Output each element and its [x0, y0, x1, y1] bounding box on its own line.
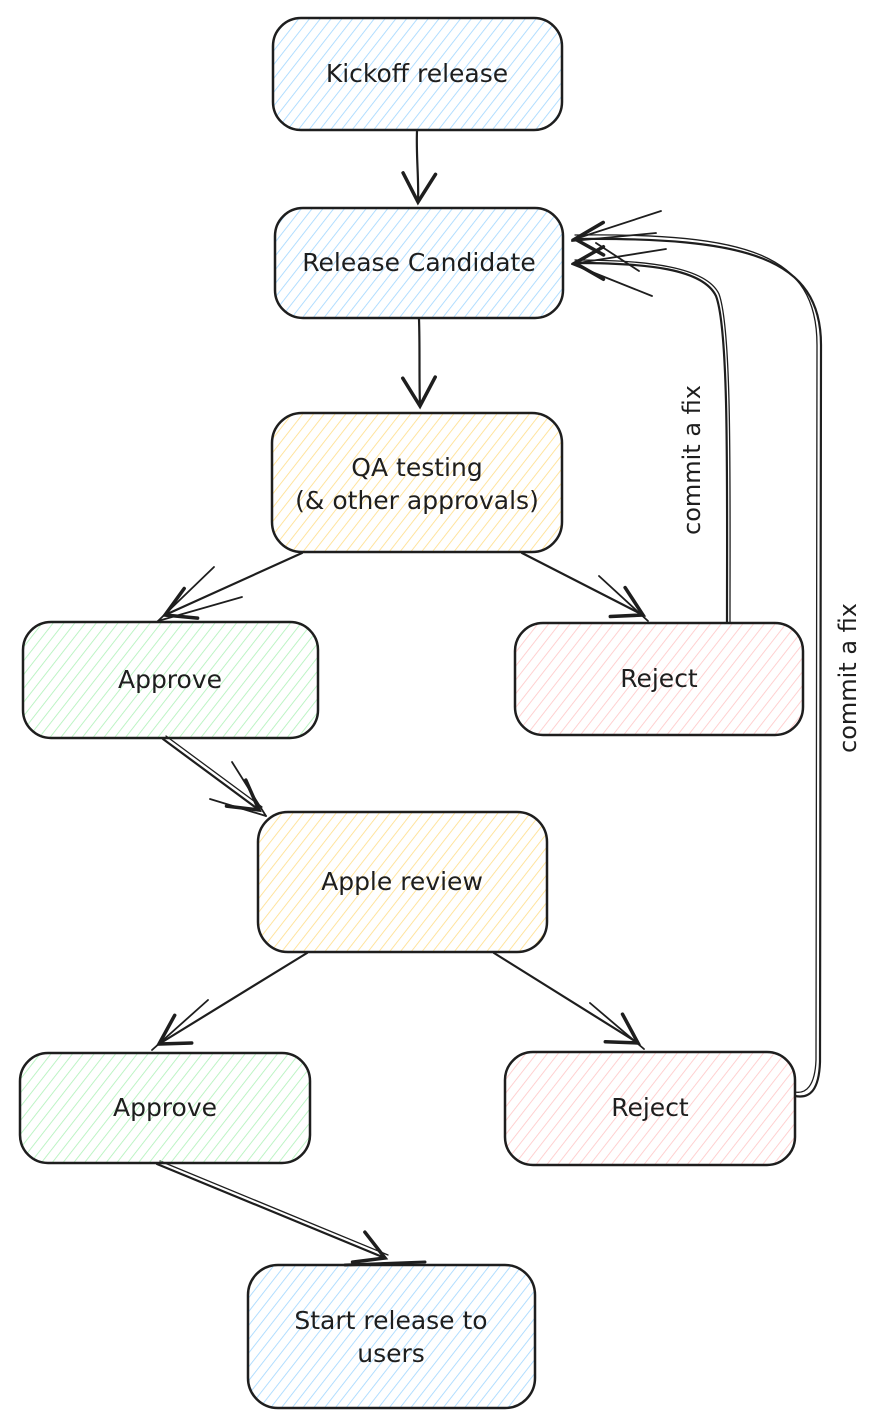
node-release-candidate: Release Candidate [273, 206, 565, 320]
node-apple-review-box [256, 810, 549, 954]
node-kickoff-release-label: Kickoff release [326, 59, 508, 88]
edge-sketch-stroke [574, 259, 731, 623]
edge-sketch-stroke [571, 232, 657, 242]
node-start-release-label-line2: users [357, 1339, 425, 1368]
node-approve-apple: Approve [18, 1051, 312, 1165]
edge-sketch-stroke [209, 798, 267, 817]
edge-sketch-stroke [151, 999, 209, 1051]
edge-label-commit-a-fix-apple: commit a fix [834, 603, 862, 753]
edge-qa-to-approve [161, 551, 304, 620]
edge-reject-apple-to-release-candidate [571, 220, 823, 1098]
node-approve-apple-box [18, 1051, 312, 1165]
edge-qa-to-reject [520, 551, 647, 619]
edge-reject-qa-to-release-candidate [571, 245, 729, 624]
node-qa-testing-box [270, 411, 564, 554]
edge-label-commit-a-fix-qa: commit a fix [678, 385, 706, 535]
node-start-release-label-line1: Start release to [294, 1306, 487, 1335]
node-reject-apple: Reject [503, 1050, 797, 1167]
node-reject-qa-box [513, 621, 805, 737]
edge-sketch-stroke [595, 242, 640, 272]
edge-apple-review-to-approve [155, 951, 309, 1046]
node-release-candidate-box [273, 206, 565, 320]
edge-sketch-stroke [157, 566, 215, 622]
node-qa-testing-label-line2: (& other approvals) [295, 486, 539, 515]
edge-sketch-stroke [589, 1002, 645, 1050]
edge-apple-review-to-reject [492, 951, 642, 1045]
edge-release-candidate-to-qa [401, 317, 437, 410]
edge-sketch-stroke [598, 575, 649, 622]
node-approve-qa-label: Approve [118, 665, 222, 694]
edge-approve-qa-to-apple-review [161, 737, 262, 813]
node-reject-apple-label: Reject [611, 1093, 689, 1122]
node-reject-apple-box [503, 1050, 797, 1167]
node-start-release: Start release to users [246, 1263, 537, 1410]
edge-sketch-stroke [165, 735, 263, 808]
node-approve-qa-box [21, 620, 320, 740]
node-apple-review-label: Apple review [321, 867, 483, 896]
node-kickoff-release-box [271, 16, 564, 132]
node-reject-qa: Reject [513, 621, 805, 737]
edge-sketch-stroke [574, 234, 818, 1093]
node-approve-qa: Approve [21, 620, 320, 740]
edge-sketch-stroke [571, 263, 653, 297]
edge-sketch-stroke [157, 596, 243, 622]
edge-sketch-stroke [571, 210, 662, 241]
node-qa-testing-label-line1: QA testing [351, 453, 482, 482]
node-start-release-box [246, 1263, 537, 1410]
edges-layer [151, 129, 823, 1267]
edge-kickoff-to-release-candidate [401, 129, 438, 206]
edge-sketch-stroke [231, 761, 267, 817]
node-approve-apple-label: Approve [113, 1093, 217, 1122]
node-reject-qa-label: Reject [620, 664, 698, 693]
node-apple-review: Apple review [256, 810, 549, 954]
node-release-candidate-label: Release Candidate [302, 248, 535, 277]
edge-sketch-stroke [571, 248, 667, 265]
node-kickoff-release: Kickoff release [271, 16, 564, 132]
node-qa-testing: QA testing (& other approvals) [270, 411, 564, 554]
edge-approve-apple-to-start-release [155, 1162, 389, 1264]
edge-sketch-stroke [159, 1160, 389, 1256]
